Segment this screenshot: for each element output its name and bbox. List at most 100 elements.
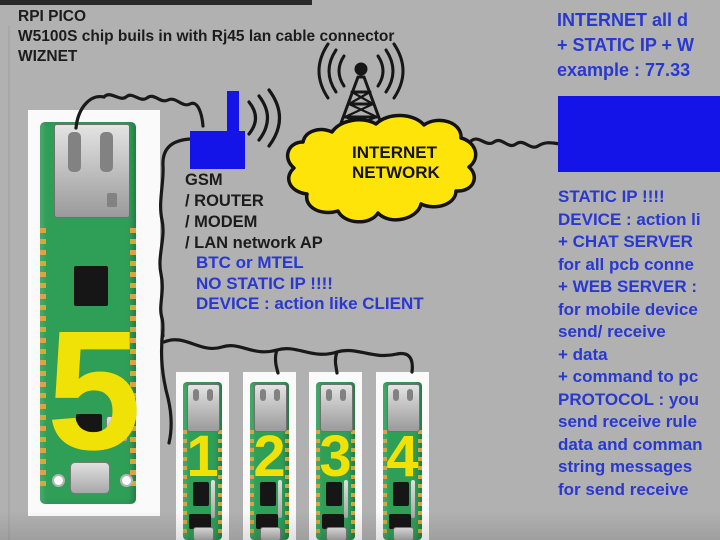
title-block: RPI PICO W5100S chip buils in with Rj45 … <box>18 7 394 67</box>
server-note-4: for all pcb conne <box>558 254 695 274</box>
client-header-strip <box>344 480 348 518</box>
client-header-strip <box>211 480 215 518</box>
server-note-1: STATIC IP !!!! <box>558 187 665 206</box>
client-pcb-pads-right <box>218 430 222 538</box>
wire-branch-horizontal <box>162 338 414 374</box>
main-mcu-chip <box>74 266 108 306</box>
client-pcb-pads-right <box>285 430 289 538</box>
rj45-led-window <box>107 193 117 207</box>
gsm-antenna-icon <box>227 91 239 133</box>
client-board-card-3: 3 <box>309 372 362 540</box>
server-note-block: STATIC IP !!!! DEVICE : action li + CHAT… <box>558 186 720 501</box>
rj45-slot-icon <box>407 389 413 401</box>
client-note-3: DEVICE : action like CLIENT <box>196 294 424 313</box>
client-rj45-connector <box>254 384 287 432</box>
client-board-number-4: 4 <box>386 424 419 489</box>
server-note-8: + data <box>558 344 608 364</box>
wire-down-to-card1 <box>160 328 173 445</box>
client-board-card-1: 1 <box>176 372 229 540</box>
title-line-rpi-pico: RPI PICO <box>18 8 87 25</box>
server-note-2: DEVICE : action li <box>558 209 701 229</box>
rj45-slot-icon <box>68 132 81 172</box>
client-mcu-chip <box>260 482 276 506</box>
client-mcu-chip <box>326 482 342 506</box>
client-note-2: NO STATIC IP !!!! <box>196 273 333 293</box>
client-usb-connector <box>326 527 347 540</box>
rj45-slot-icon <box>260 389 266 401</box>
client-usb-connector <box>260 527 281 540</box>
internet-info-line-1: INTERNET all d <box>557 10 689 30</box>
client-usb-connector <box>193 527 214 540</box>
client-pcb-pads-right <box>351 430 355 538</box>
mounting-hole-icon <box>52 474 65 487</box>
gsm-label-1: GSM <box>185 171 223 189</box>
cloud-line-1: INTERNET <box>352 143 437 162</box>
rj45-slot-icon <box>340 389 346 401</box>
mounting-hole-icon <box>120 474 133 487</box>
rj45-slot-icon <box>326 389 332 401</box>
client-flash-chip <box>322 514 344 529</box>
client-note-block: BTC or MTEL NO STATIC IP !!!! DEVICE : a… <box>196 253 424 315</box>
server-note-6: for mobile device <box>558 299 698 319</box>
wire-drop-card2 <box>273 348 280 375</box>
client-mcu-chip <box>393 482 409 506</box>
main-board-number: 5 <box>46 296 142 486</box>
gsm-label-2: / ROUTER <box>185 192 264 210</box>
gsm-label-block: GSM / ROUTER / MODEM / LAN network AP <box>185 170 323 254</box>
client-board-number-2: 2 <box>253 424 286 489</box>
client-board-card-2: 2 <box>243 372 296 540</box>
client-rj45-connector <box>320 384 353 432</box>
server-box <box>558 96 720 172</box>
client-flash-chip <box>189 514 211 529</box>
main-rj45-connector <box>54 124 130 218</box>
main-usb-connector <box>70 462 110 494</box>
client-pcb-pads-left <box>383 430 387 538</box>
server-note-11: send receive rule <box>558 412 697 431</box>
server-note-10: PROTOCOL : you <box>558 389 700 409</box>
client-flash-chip <box>256 514 278 529</box>
wire-cloud-to-server <box>468 137 562 149</box>
internet-info-line-2: + STATIC IP + W <box>557 35 695 55</box>
server-note-5: + WEB SERVER : <box>558 277 698 296</box>
client-pcb-pads-left <box>316 430 320 538</box>
server-note-3: + CHAT SERVER <box>558 232 693 251</box>
main-pcb-pads-left <box>40 228 46 486</box>
server-note-9: + command to pc <box>558 367 699 386</box>
gsm-label-4: / LAN network AP <box>185 234 323 252</box>
client-note-1: BTC or MTEL <box>196 253 304 272</box>
rj45-slot-icon <box>207 389 213 401</box>
wire-drop-card3 <box>333 350 339 375</box>
cloud-line-2: NETWORK <box>352 162 440 182</box>
server-note-14: for send receive <box>558 479 689 499</box>
client-pcb-pads-left <box>250 430 254 538</box>
client-pcb-pads-left <box>183 430 187 538</box>
video-frame-left-edge <box>8 26 10 540</box>
rj45-slot-icon <box>393 389 399 401</box>
main-board-card: 5 <box>28 110 160 516</box>
rj45-slot-icon <box>274 389 280 401</box>
internet-info-line-3: example : 77.33 <box>557 60 691 80</box>
main-boot-button <box>106 416 128 442</box>
gsm-label-3: / MODEM <box>185 213 258 231</box>
client-pcb-pads-right <box>418 430 422 538</box>
server-note-12: data and comman <box>558 434 703 454</box>
internet-info-block: INTERNET all d + STATIC IP + W example :… <box>557 8 720 83</box>
server-note-7: send/ receive <box>558 322 666 341</box>
client-board-card-4: 4 <box>376 372 429 540</box>
gsm-router-box <box>190 131 245 169</box>
main-flash-chip <box>76 414 102 440</box>
client-board-number-3: 3 <box>319 424 352 489</box>
client-board-number-1: 1 <box>186 424 219 489</box>
client-rj45-connector <box>387 384 420 432</box>
client-rj45-connector <box>187 384 220 432</box>
client-usb-connector <box>393 527 414 540</box>
title-line-w5100s: W5100S chip buils in with Rj45 lan cable… <box>18 28 395 45</box>
internet-network-label: INTERNET NETWORK <box>352 143 470 182</box>
client-header-strip <box>411 480 415 518</box>
server-note-13: string messages <box>558 457 693 476</box>
client-mcu-chip <box>193 482 209 506</box>
video-frame-top-strip <box>0 0 312 5</box>
client-flash-chip <box>389 514 411 529</box>
client-header-strip <box>278 480 282 518</box>
